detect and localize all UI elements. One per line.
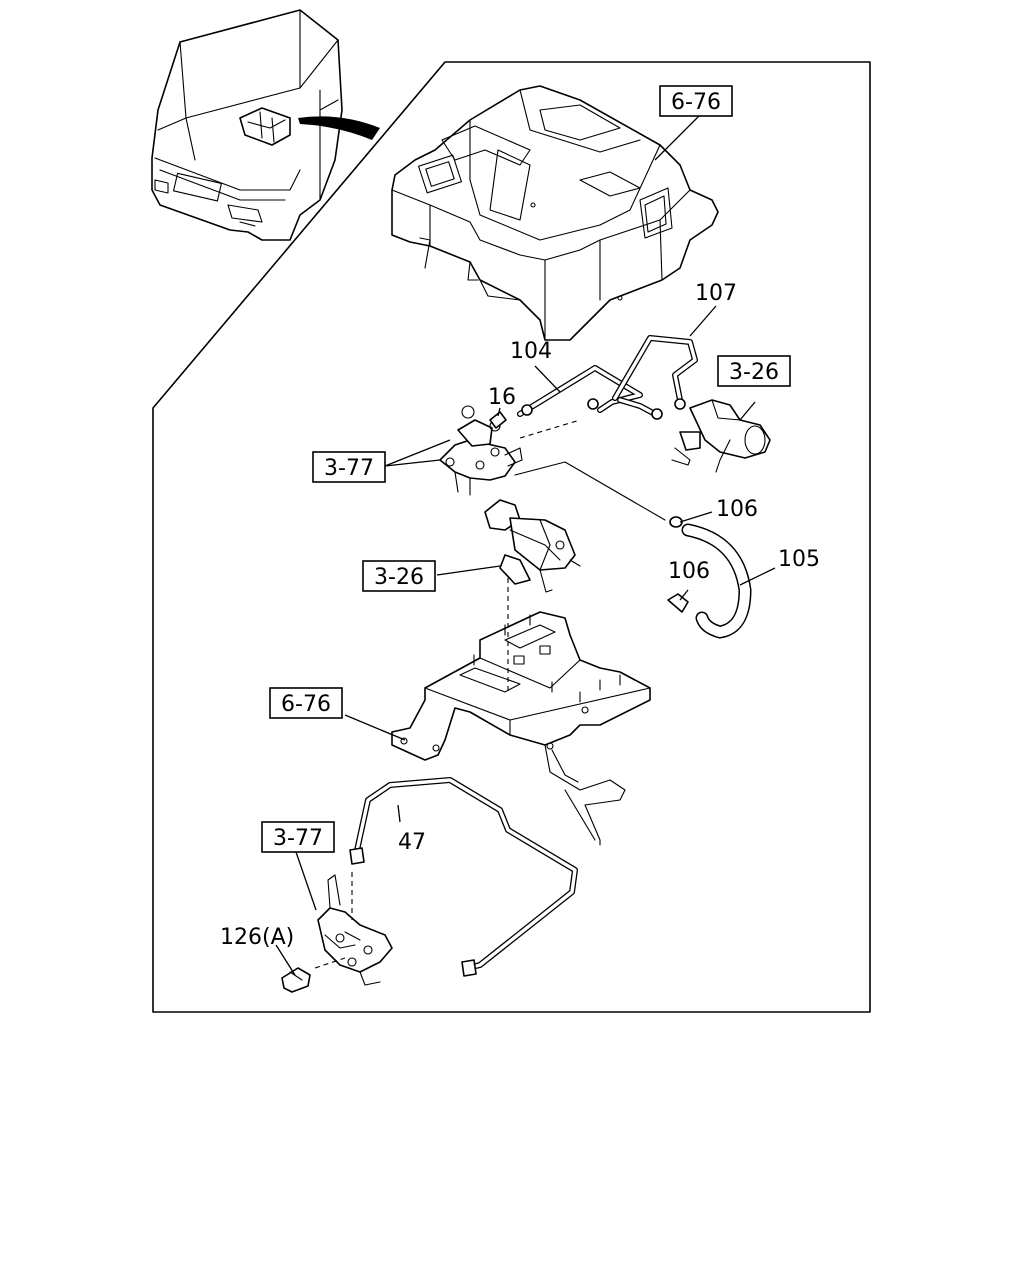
svg-text:3-26: 3-26 xyxy=(729,360,779,385)
label-104: 104 xyxy=(510,339,552,364)
label-47: 47 xyxy=(398,830,426,855)
svg-text:3-77: 3-77 xyxy=(324,456,374,481)
ref-box-3-77-middle: 3-77 xyxy=(312,451,386,483)
ref-box-3-77-bottom: 3-77 xyxy=(261,821,335,853)
fitting-16 xyxy=(489,411,507,429)
valve-manifold xyxy=(439,405,523,496)
frame-border xyxy=(152,61,871,1013)
locator-arrow xyxy=(298,116,380,140)
pipe-47 xyxy=(349,777,578,977)
clamp-106-lower xyxy=(667,593,689,613)
label-105: 105 xyxy=(778,547,820,572)
ref-box-6-76-top: 6-76 xyxy=(659,85,733,117)
right-valve xyxy=(671,399,771,473)
leader-lines xyxy=(275,114,776,976)
truck-cab-thumbnail xyxy=(151,9,380,241)
label-107: 107 xyxy=(695,281,737,306)
label-126a: 126(A) xyxy=(220,925,294,950)
svg-text:3-77: 3-77 xyxy=(273,826,323,851)
center-valve xyxy=(484,499,581,593)
connector-126a xyxy=(281,967,311,993)
svg-text:3-26: 3-26 xyxy=(374,565,424,590)
ref-box-3-26-right: 3-26 xyxy=(717,355,791,387)
ref-box-6-76-bottom: 6-76 xyxy=(269,687,343,719)
lower-valve-cluster xyxy=(314,874,393,986)
svg-text:6-76: 6-76 xyxy=(671,90,721,115)
cover-assembly xyxy=(391,85,719,341)
label-106-upper: 106 xyxy=(716,497,758,522)
mounting-bracket xyxy=(391,611,651,846)
connection-lines xyxy=(351,419,666,920)
hose-105 xyxy=(681,523,752,639)
ref-box-3-26-center: 3-26 xyxy=(362,560,436,592)
pipe-104 xyxy=(517,365,643,417)
label-106-lower: 106 xyxy=(668,559,710,584)
svg-text:6-76: 6-76 xyxy=(281,692,331,717)
pipe-107 xyxy=(612,335,698,420)
label-16: 16 xyxy=(488,385,516,410)
cab-highlight-assembly xyxy=(239,107,291,146)
